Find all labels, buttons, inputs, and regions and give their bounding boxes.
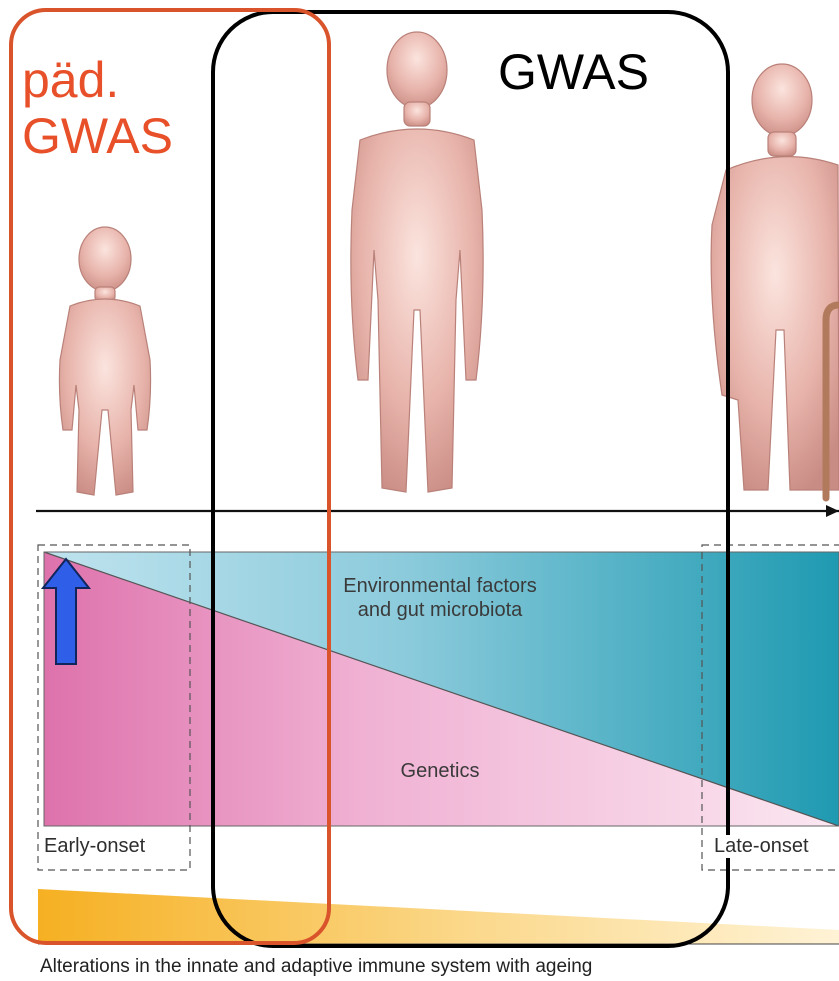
adult-figure bbox=[351, 32, 483, 492]
child-figure bbox=[59, 227, 150, 495]
late-onset-label: Late-onset bbox=[712, 835, 811, 858]
pediatric-gwas-line1: päd. bbox=[22, 52, 173, 108]
environmental-line1: Environmental factors bbox=[290, 574, 590, 598]
immune-caption: Alterations in the innate and adaptive i… bbox=[40, 956, 592, 978]
gwas-label: GWAS bbox=[498, 44, 649, 100]
environmental-factors-label: Environmental factors and gut microbiota bbox=[290, 574, 590, 622]
elderly-figure bbox=[711, 64, 839, 490]
environmental-line2: and gut microbiota bbox=[290, 598, 590, 622]
early-onset-label: Early-onset bbox=[42, 835, 147, 858]
genetics-label: Genetics bbox=[340, 759, 540, 783]
axis-arrowhead bbox=[826, 505, 839, 517]
pediatric-gwas-line2: GWAS bbox=[22, 108, 173, 164]
pediatric-gwas-label: päd. GWAS bbox=[22, 52, 173, 164]
